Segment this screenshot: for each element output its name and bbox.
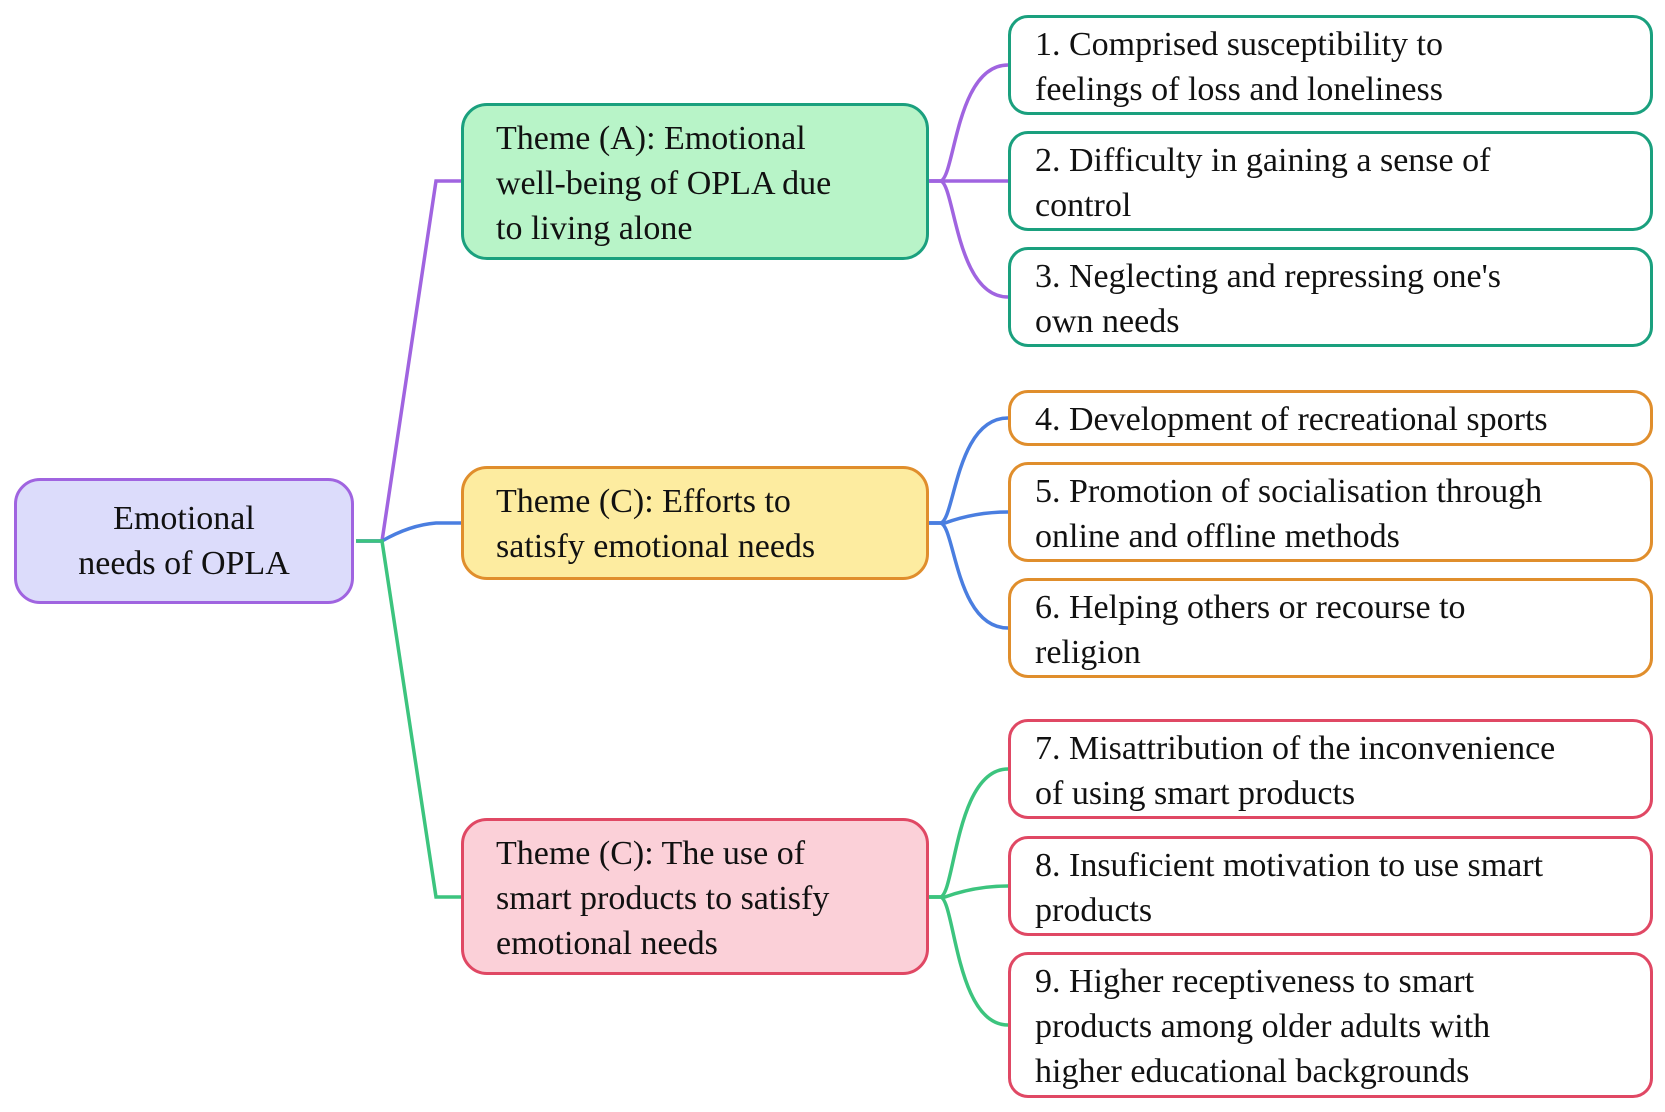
root-node: Emotional needs of OPLA [14, 478, 354, 604]
item-7-node: 7. Misattribution of the inconvenience o… [1008, 719, 1653, 819]
connector-theme-b-item-6 [929, 521, 1009, 630]
item-4-node: 4. Development of recreational sports [1008, 390, 1653, 446]
item-9-label: 9. Higher receptiveness to smart product… [1035, 963, 1491, 1090]
connector-root-theme-a [356, 179, 461, 543]
item-2-label: 2. Difficulty in gaining a sense of cont… [1035, 142, 1491, 224]
theme-a-node: Theme (A): Emotional well-being of OPLA … [461, 103, 929, 260]
connector-theme-a-item-3 [929, 179, 1009, 299]
item-2-node: 2. Difficulty in gaining a sense of cont… [1008, 131, 1653, 231]
theme-b-label: Theme (C): Efforts to satisfy emotional … [496, 483, 816, 565]
item-9-node: 9. Higher receptiveness to smart product… [1008, 952, 1653, 1098]
connector-theme-b-item-5 [929, 510, 1009, 525]
theme-c-label: Theme (C): The use of smart products to … [496, 835, 830, 962]
item-5-node: 5. Promotion of socialisation through on… [1008, 462, 1653, 562]
item-5-label: 5. Promotion of socialisation through on… [1035, 473, 1543, 555]
item-3-label: 3. Neglecting and repressing one's own n… [1035, 258, 1501, 340]
item-6-node: 6. Helping others or recourse to religio… [1008, 578, 1653, 678]
connector-root-theme-b [356, 521, 461, 543]
item-7-label: 7. Misattribution of the inconvenience o… [1035, 730, 1556, 812]
item-1-label: 1. Comprised susceptibility to feelings … [1035, 26, 1443, 108]
item-8-node: 8. Insuficient motivation to use smart p… [1008, 836, 1653, 936]
theme-b-node: Theme (C): Efforts to satisfy emotional … [461, 466, 929, 580]
connector-theme-c-item-8 [929, 884, 1009, 899]
item-6-label: 6. Helping others or recourse to religio… [1035, 589, 1466, 671]
item-8-label: 8. Insuficient motivation to use smart p… [1035, 847, 1544, 929]
connector-theme-b-item-4 [929, 416, 1009, 525]
theme-a-label: Theme (A): Emotional well-being of OPLA … [496, 120, 832, 247]
connector-theme-a-item-1 [929, 63, 1009, 183]
connector-theme-c-item-9 [929, 895, 1009, 1027]
root-label: Emotional needs of OPLA [78, 500, 290, 582]
item-3-node: 3. Neglecting and repressing one's own n… [1008, 247, 1653, 347]
item-1-node: 1. Comprised susceptibility to feelings … [1008, 15, 1653, 115]
item-4-label: 4. Development of recreational sports [1035, 401, 1548, 438]
theme-c-node: Theme (C): The use of smart products to … [461, 818, 929, 975]
connector-theme-c-item-7 [929, 767, 1009, 899]
connector-root-theme-c [356, 539, 461, 899]
